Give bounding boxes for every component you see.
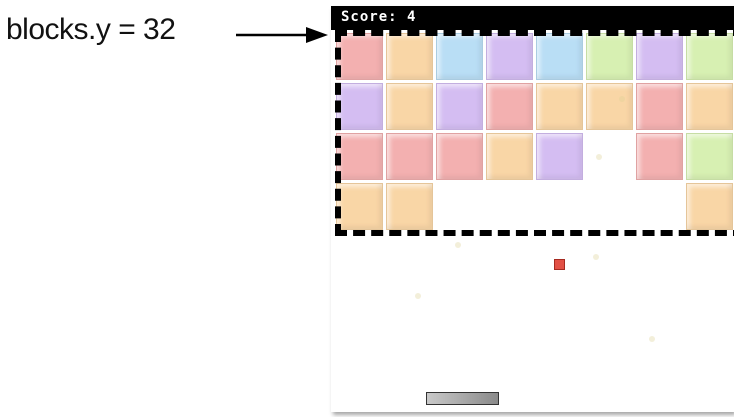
score-bar: Score: 4: [331, 6, 734, 30]
game-canvas[interactable]: Score: 4: [331, 6, 734, 412]
particle: [455, 242, 461, 248]
ball: [554, 259, 565, 270]
particle: [649, 336, 655, 342]
particle: [593, 254, 599, 260]
particle: [415, 293, 421, 299]
paddle[interactable]: [426, 392, 499, 405]
score-text: Score: 4: [341, 9, 416, 25]
blocks-bounds-outline: [335, 30, 734, 236]
